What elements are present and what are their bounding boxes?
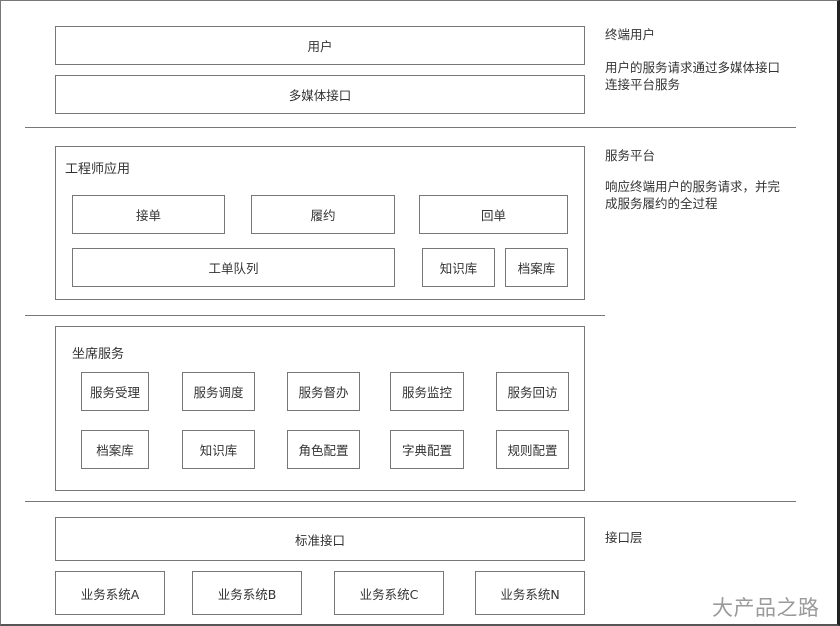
user-box: 用户 [55,26,585,65]
seat-knowledge-base-box: 知识库 [182,430,255,469]
divider-platform-interface [25,501,796,502]
platform-layer-desc: 响应终端用户的服务请求，并完 成服务履约的全过程 [605,178,780,212]
service-monitoring-box: 服务监控 [390,372,464,411]
terminal-desc-line-1: 用户的服务请求通过多媒体接口 [605,60,781,75]
interface-layer-title: 接口层 [605,530,643,545]
archive-box: 档案库 [505,248,568,287]
return-order-box: 回单 [419,195,568,234]
knowledge-base-box: 知识库 [422,248,495,287]
service-revisit-box: 服务回访 [496,372,569,411]
multimedia-interface-box: 多媒体接口 [55,75,585,114]
business-system-n-box: 业务系统N [475,571,585,615]
terminal-layer-desc: 用户的服务请求通过多媒体接口 连接平台服务 [605,59,780,93]
service-acceptance-box: 服务受理 [81,372,149,411]
terminal-desc-line-2: 连接平台服务 [605,77,681,92]
seat-service-title: 坐席服务 [72,347,125,362]
platform-desc-line-1: 响应终端用户的服务请求，并完 [605,179,781,194]
platform-layer-title: 服务平台 [605,148,656,163]
seat-archive-box: 档案库 [81,430,149,469]
work-order-queue-box: 工单队列 [72,248,395,287]
business-system-c-box: 业务系统C [334,571,444,615]
standard-interface-box: 标准接口 [55,517,585,561]
role-config-box: 角色配置 [287,430,360,469]
engineer-app-title: 工程师应用 [65,162,131,177]
fulfillment-box: 履约 [251,195,395,234]
divider-terminal-platform [25,127,796,128]
terminal-layer-title: 终端用户 [605,27,656,42]
accept-order-box: 接单 [72,195,225,234]
dictionary-config-box: 字典配置 [390,430,464,469]
business-system-a-box: 业务系统A [55,571,165,615]
divider-engineer-seat [25,315,605,316]
watermark-text: 大产品之路 [712,596,820,620]
service-dispatch-box: 服务调度 [182,372,255,411]
service-supervision-box: 服务督办 [287,372,360,411]
platform-desc-line-2: 成服务履约的全过程 [605,196,718,211]
business-system-b-box: 业务系统B [192,571,302,615]
rule-config-box: 规则配置 [496,430,569,469]
